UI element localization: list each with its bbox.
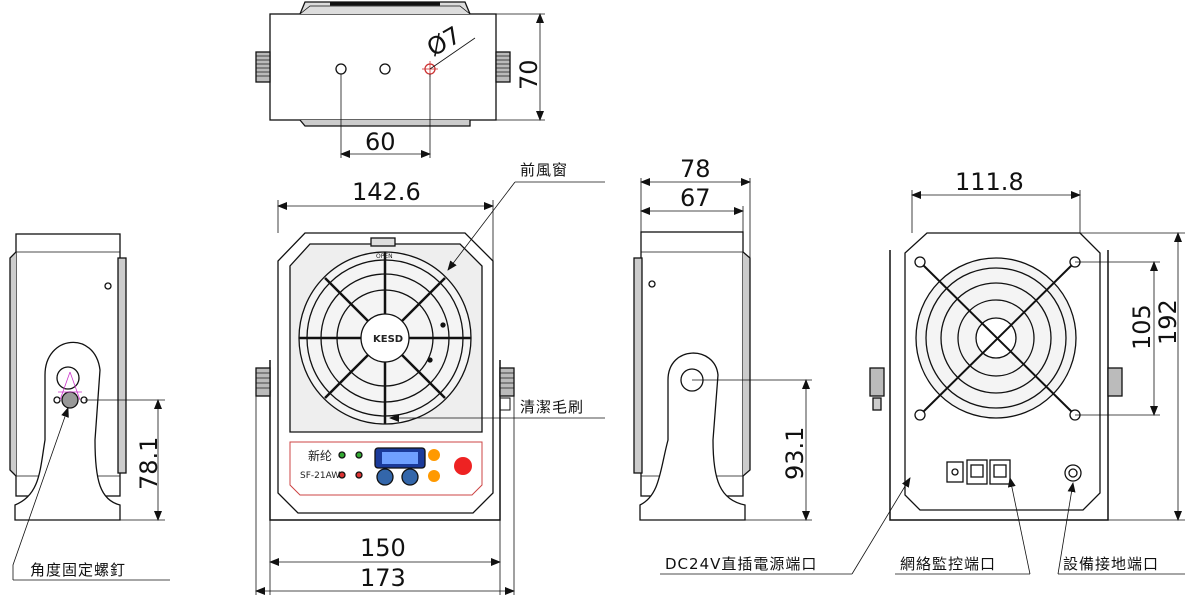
front-view [255, 181, 605, 595]
left-side-view [9, 233, 170, 581]
model-name: SF-21AW [300, 471, 340, 481]
callout-angle-screw: 角度固定螺釘 [30, 561, 126, 579]
front-knob-ridges [256, 372, 514, 389]
dim-left-height: 78.1 [135, 437, 163, 490]
callout-dc-jack: DC24V直插電源端口 [665, 555, 817, 573]
fan-hub-label: KESD [373, 334, 403, 345]
callout-front-window: 前風窗 [520, 161, 568, 179]
dim-rear-height: 192 [1154, 299, 1182, 345]
dim-rear-hole-spacing: 105 [1128, 304, 1156, 350]
callout-ground-port: 設備接地端口 [1063, 555, 1159, 573]
dim-top-width: 70 [515, 59, 543, 90]
brush-marker-box [499, 397, 511, 411]
callout-network-port: 網絡監控端口 [900, 555, 996, 573]
top-view [255, 1, 545, 158]
right-side-view [633, 178, 812, 521]
fan-open-label: OPEN [376, 253, 393, 260]
dim-front-inner: 150 [360, 534, 406, 562]
dim-top-hole-spacing: 60 [365, 128, 396, 156]
brand-name: 新纶 [308, 448, 332, 463]
dim-side-depth-inner: 67 [680, 184, 711, 212]
fan-grille-ribs [299, 252, 471, 424]
rear-view [660, 190, 1185, 575]
top-left-knob-ridges [256, 55, 270, 77]
callout-cleaning-brush: 清潔毛刷 [520, 398, 584, 416]
dim-side-height: 93.1 [781, 427, 809, 480]
dim-front-width: 142.6 [352, 178, 421, 206]
dim-side-depth-outer: 78 [680, 155, 711, 183]
dim-front-outer: 173 [360, 564, 406, 592]
dim-rear-width: 111.8 [955, 168, 1024, 196]
top-right-knob-ridges [496, 55, 510, 77]
